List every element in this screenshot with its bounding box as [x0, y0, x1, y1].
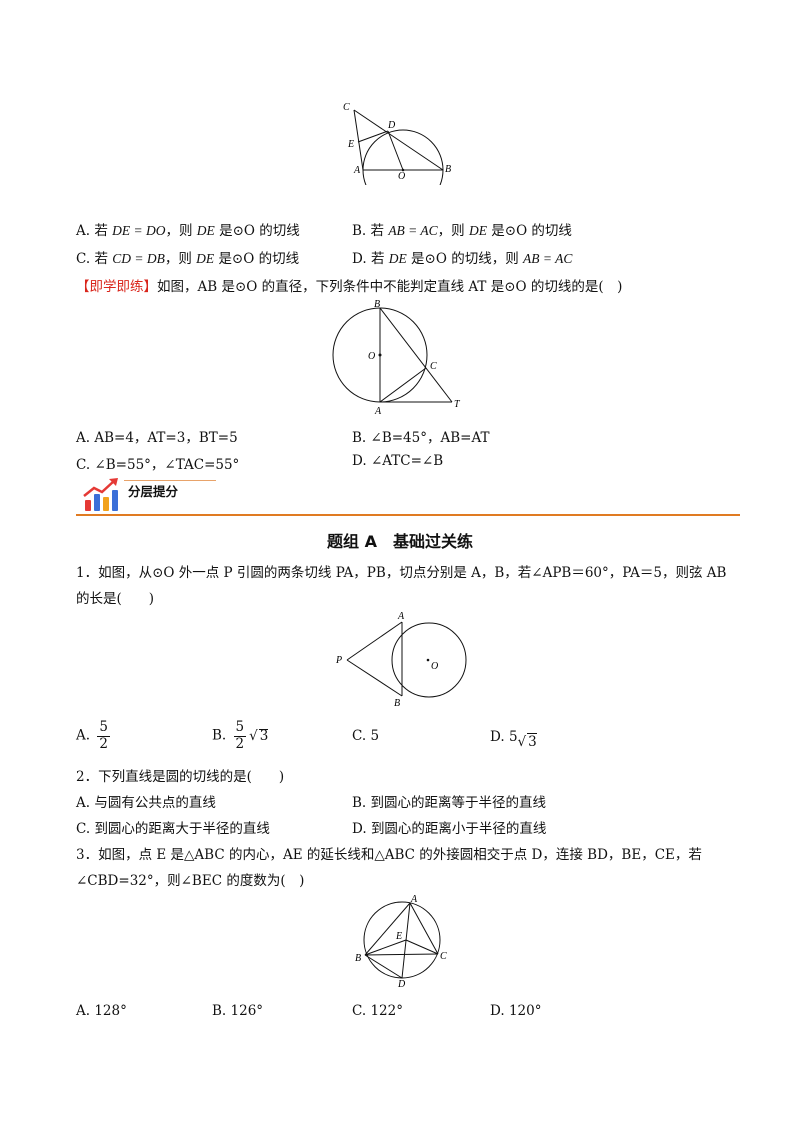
q1-option-d[interactable]: D. 5√3 [490, 729, 537, 750]
side-bc [364, 953, 439, 956]
banner-underline [124, 480, 216, 481]
label-c: C [343, 102, 350, 113]
label-o: O [431, 661, 438, 672]
section-banner-label: 分层提分 [128, 484, 179, 499]
line-ce [405, 939, 439, 955]
q1-stem-line2: 的长是( ) [76, 591, 155, 607]
q2-option-c[interactable]: C. 到圆心的距离大于半径的直线 [76, 821, 270, 837]
section-divider [76, 514, 740, 516]
label-p: P [335, 655, 342, 666]
q3-option-a[interactable]: A. 128° [76, 1003, 127, 1019]
label-e: E [395, 931, 402, 942]
tangent-pa [346, 621, 403, 661]
growth-chart-icon [83, 478, 118, 511]
q2-stem: 2．下列直线是圆的切线的是( ) [76, 769, 285, 785]
line-bt [379, 307, 453, 403]
label-a: A [410, 894, 418, 905]
prev-option-a[interactable]: A. 若 DE = DO，则 DE 是⊙O 的切线 [76, 223, 300, 239]
practice-option-b[interactable]: B. ∠B=45°，AB=AT [352, 430, 490, 446]
prev-option-c[interactable]: C. 若 CD = DB，则 DE 是⊙O 的切线 [76, 251, 300, 267]
label-d: D [397, 979, 406, 988]
q3-option-d[interactable]: D. 120° [490, 1003, 542, 1019]
q2-option-b[interactable]: B. 到圆心的距离等于半径的直线 [352, 795, 547, 811]
figure-incenter: A E B C D [355, 894, 447, 988]
practice-option-c[interactable]: C. ∠B=55°，∠TAC=55° [76, 457, 240, 473]
q3-stem-line1: 3．如图，点 E 是△ABC 的内心，AE 的延长线和△ABC 的外接圆相交于点… [76, 847, 702, 863]
line-ac [379, 367, 427, 403]
q3-option-b[interactable]: B. 126° [212, 1003, 264, 1019]
figure-tangent-cde: C D E A O B [343, 102, 451, 185]
q1-option-c[interactable]: C. 5 [352, 728, 380, 744]
q1-stem-line1: 1．如图，从⊙O 外一点 P 引圆的两条切线 PA，PB，切点分别是 A，B，若… [76, 565, 727, 581]
q2-option-d[interactable]: D. 到圆心的距离小于半径的直线 [352, 821, 547, 837]
line-bd [364, 954, 403, 979]
label-d: D [387, 120, 396, 131]
line-be [364, 939, 407, 956]
line-do [387, 130, 404, 171]
label-o: O [398, 171, 405, 182]
label-b: B [394, 698, 400, 709]
side-ac [409, 902, 439, 955]
label-t: T [454, 399, 461, 410]
label-b: B [355, 953, 361, 964]
label-o: O [368, 351, 375, 362]
prev-option-d[interactable]: D. 若 DE 是⊙O 的切线，则 AB = AC [352, 251, 573, 267]
label-a: A [353, 165, 361, 176]
label-c: C [430, 361, 437, 372]
label-a: A [397, 611, 405, 622]
circle-o [391, 622, 467, 698]
tangent-pb [346, 659, 403, 697]
label-b: B [445, 164, 451, 175]
label-c: C [440, 951, 447, 962]
practice-stem: 【即学即练】如图，AB 是⊙O 的直径，下列条件中不能判定直线 AT 是⊙O 的… [76, 279, 623, 295]
practice-tag: 【即学即练】 [76, 279, 157, 295]
practice-option-a[interactable]: A. AB=4，AT=3，BT=5 [76, 430, 238, 446]
line-ed [357, 130, 389, 143]
label-b: B [374, 299, 380, 310]
figure-diameter-at: B O C A T [332, 299, 461, 416]
q2-option-a[interactable]: A. 与圆有公共点的直线 [76, 795, 216, 811]
label-e: E [347, 139, 354, 150]
prev-option-b[interactable]: B. 若 AB = AC，则 DE 是⊙O 的切线 [352, 223, 572, 239]
side-ab [364, 902, 411, 956]
line-ca [353, 109, 364, 171]
line-cb [353, 109, 444, 171]
q3-stem-line2: ∠CBD=32°，则∠BEC 的度数为( ) [76, 873, 305, 889]
label-a: A [374, 406, 382, 416]
figure-two-tangents: A P O B [335, 611, 467, 709]
q3-option-c[interactable]: C. 122° [352, 1003, 403, 1019]
practice-option-d[interactable]: D. ∠ATC=∠B [352, 453, 444, 469]
group-title: 题组 A 基础过关练 [327, 532, 473, 551]
